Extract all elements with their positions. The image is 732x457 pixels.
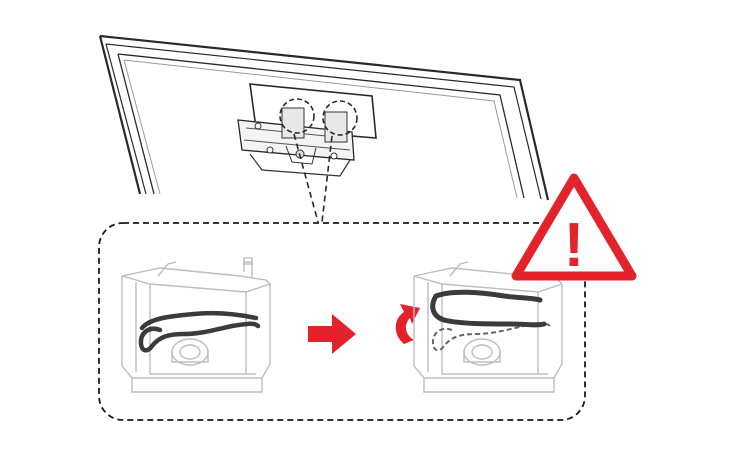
cable-before-upper	[139, 310, 259, 331]
bracket-detail-before	[121, 257, 271, 393]
arrow-right-icon	[308, 314, 356, 354]
callout-leader-right	[321, 135, 333, 223]
warning-exclamation: !	[564, 211, 585, 280]
warning-triangle-icon: !	[511, 173, 637, 281]
highlight-circle-left	[279, 98, 315, 134]
callout-leader-left	[293, 133, 319, 223]
tv-frame	[98, 34, 550, 201]
highlight-circle-right	[322, 100, 358, 136]
detail-callout-box	[98, 222, 586, 421]
cable-before	[138, 321, 261, 353]
bracket-detail-after	[413, 257, 563, 393]
cable-after	[430, 289, 547, 328]
